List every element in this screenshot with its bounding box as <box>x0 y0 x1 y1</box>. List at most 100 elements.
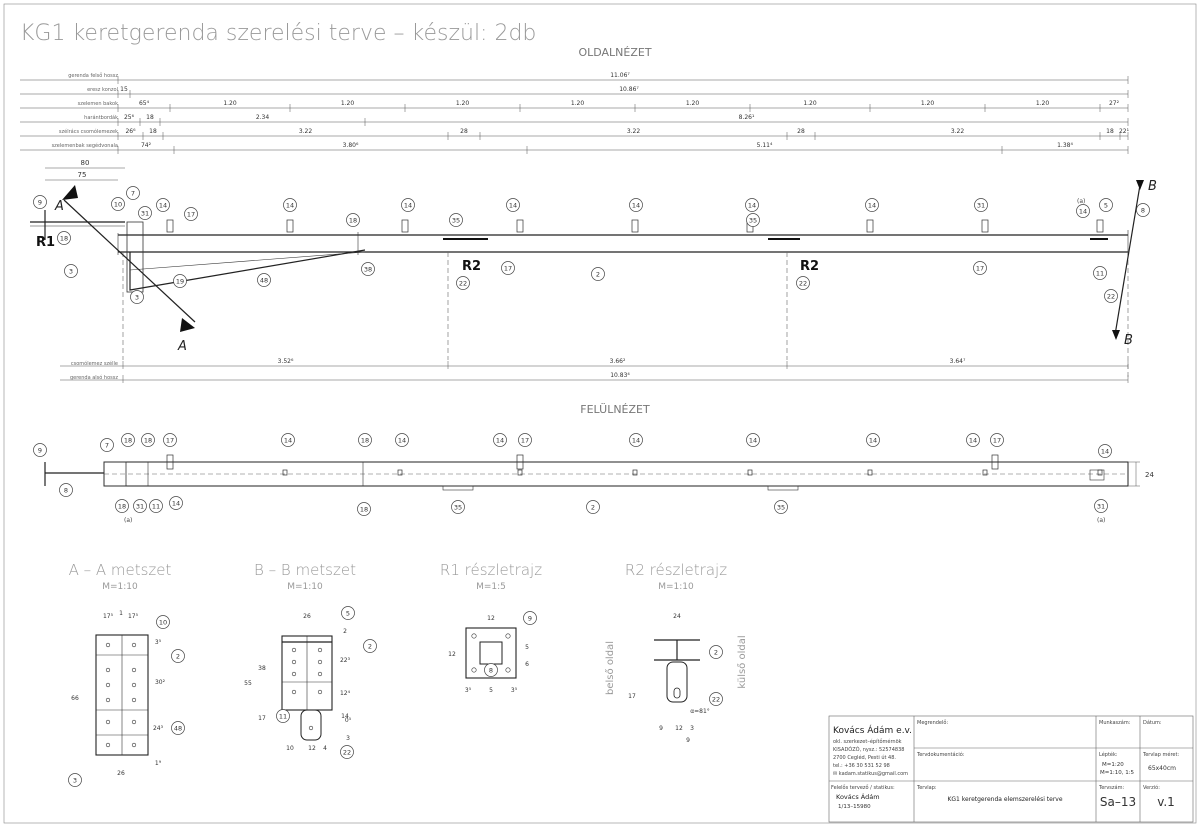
part-bubble <box>171 721 185 735</box>
section-dim: 26 <box>303 613 311 620</box>
tb-address2: 2700 Cegléd, Pesti út 48. <box>833 754 896 761</box>
sheet-frame <box>3 3 1197 824</box>
part-bubble <box>401 198 415 212</box>
section-dim: 12 <box>675 725 683 732</box>
section-arrow-a-top <box>62 185 78 200</box>
part-bubble <box>358 433 372 447</box>
part-number: 14 <box>159 201 167 209</box>
dim-value: 8.26¹ <box>739 114 755 121</box>
part-bubble <box>746 433 760 447</box>
bolt-hole <box>317 659 323 665</box>
callout-r1: R1 <box>36 235 55 250</box>
part-bubble <box>141 433 155 447</box>
section-arrow-b-top <box>1136 180 1144 190</box>
part-number: 3 <box>69 267 73 275</box>
top-stiffener <box>397 469 403 476</box>
part-number: 11 <box>279 712 287 720</box>
part-bubble <box>121 433 135 447</box>
dim-value: 2.34 <box>256 114 270 121</box>
part-number: 8 <box>64 486 68 494</box>
part-bubble <box>33 443 47 457</box>
part-bubble <box>746 213 760 227</box>
part-bubble <box>591 267 605 281</box>
section-dim: 12⁴ <box>340 690 351 697</box>
dim-row-label: szélrács csomólemezek <box>59 128 118 135</box>
section-dim: 24 <box>673 613 681 620</box>
part-number: 10 <box>159 618 167 626</box>
bolt-hole <box>105 742 111 748</box>
side-note-a: (a) <box>1077 198 1085 205</box>
stiffener-plate <box>516 219 524 233</box>
part-bubble <box>283 198 297 212</box>
part-number: 7 <box>131 189 135 197</box>
part-bubble <box>169 496 183 510</box>
part-bubble <box>281 433 295 447</box>
part-bubble <box>59 483 73 497</box>
part-bubble <box>340 745 354 759</box>
dim-value: 3.22 <box>627 128 641 135</box>
part-number: 2 <box>591 503 595 511</box>
drawing-title: KG1 keretgerenda szerelési terve – készü… <box>20 21 536 46</box>
part-number: 2 <box>596 270 600 278</box>
stiffener-plate <box>866 219 874 233</box>
part-number: 18 <box>60 234 68 242</box>
part-bubble <box>156 198 170 212</box>
section-dim: 22³ <box>340 657 351 664</box>
top-stiffener <box>867 469 873 476</box>
dim-value: 3.22 <box>951 128 965 135</box>
section-aa-bolts <box>105 642 137 748</box>
part-bubble <box>100 438 114 452</box>
section-dim: 12 <box>448 651 456 658</box>
dim-value: 1.20 <box>921 100 935 107</box>
part-bubble <box>745 198 759 212</box>
part-bubble <box>865 198 879 212</box>
part-number: 48 <box>174 724 182 732</box>
part-number: 17 <box>976 264 984 272</box>
part-bubble <box>709 645 723 659</box>
bolt-hole <box>317 647 323 653</box>
dim-value: 22¹ <box>1119 128 1130 135</box>
section-bb-bolts <box>291 647 323 731</box>
part-number: 22 <box>343 748 351 756</box>
part-bubble <box>990 433 1004 447</box>
dim-value: 1.20 <box>456 100 470 107</box>
part-bubble <box>257 273 271 287</box>
section-scale: M=1:10 <box>287 582 323 592</box>
part-number: 31 <box>141 209 149 217</box>
section-title: A – A metszet <box>69 561 172 579</box>
dim-row-label: eresz konzol <box>87 87 118 93</box>
part-number: 38 <box>364 265 372 273</box>
tb-work-label: Munkaszám: <box>1099 719 1131 726</box>
tb-designer-label: Felelős tervező / statikus: <box>831 785 895 791</box>
section-dim: α=81° <box>690 708 710 715</box>
dim-value: 18 <box>149 128 157 135</box>
tb-company: Kovács Ádám e.v. <box>833 724 912 736</box>
part-bubble <box>395 433 409 447</box>
dim-value: 11.06⁷ <box>610 72 630 79</box>
section-dim: 12 <box>487 615 495 622</box>
bolt-hole <box>105 642 111 648</box>
bolt-hole <box>131 719 137 725</box>
title-block-text: Kovács Ádám e.v. okl. szerkezet–építőmér… <box>831 719 1179 810</box>
bolt-hole <box>131 667 137 673</box>
part-bubble <box>966 433 980 447</box>
section-dim: 12 <box>308 745 316 752</box>
section-dim: 3 <box>346 735 350 742</box>
part-number: 18 <box>349 216 357 224</box>
part-bubble <box>506 198 520 212</box>
tb-address1: KISADÓZÓ, nysz.: 52574838 <box>833 746 904 753</box>
part-number: 14 <box>868 201 876 209</box>
side-view-beam <box>30 184 1141 380</box>
section-dim: 26 <box>117 770 125 777</box>
part-number: 5 <box>1104 201 1108 209</box>
part-bubble <box>866 433 880 447</box>
section-dim: 4 <box>323 745 327 752</box>
part-bubble <box>341 606 355 620</box>
part-number: 18 <box>360 505 368 513</box>
tb-subtitle: okl. szerkezet–építőmérnök <box>833 738 902 745</box>
tb-date-label: Dátum: <box>1143 719 1162 726</box>
part-number: 17 <box>187 210 195 218</box>
